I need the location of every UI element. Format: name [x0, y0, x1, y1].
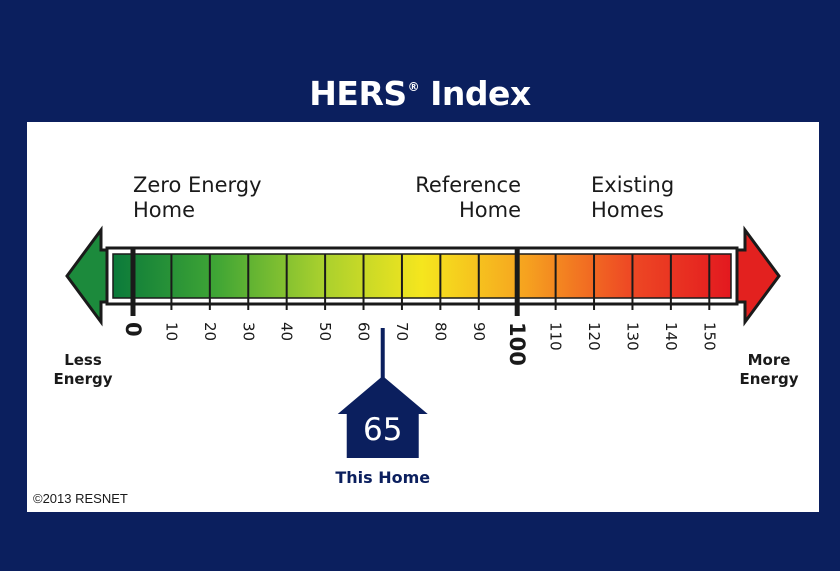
- registered-mark: ®: [407, 80, 420, 94]
- house-icon: [337, 376, 428, 458]
- more-energy-label-line2: Energy: [739, 370, 798, 388]
- tick-label-10: 10: [162, 322, 180, 341]
- left-arrow-icon: [65, 225, 113, 327]
- zero-energy-label-line1: Zero Energy: [133, 173, 262, 197]
- tick-label-80: 80: [431, 322, 449, 341]
- more-energy-label-line1: More: [748, 351, 791, 369]
- scale-bar-gradient: [112, 253, 732, 299]
- tick-label-30: 30: [239, 322, 257, 341]
- title-text: HERS: [309, 74, 407, 113]
- reference-home-label-line1: Reference: [415, 173, 521, 197]
- tick-label-0: 0: [121, 322, 145, 337]
- this-home-label: This Home: [335, 468, 430, 487]
- scale-ticks: 0 10 20 30 40 50 60 70 80 90 100 110 120 130 140 150: [121, 248, 718, 366]
- tick-label-90: 90: [470, 322, 488, 341]
- this-home-marker: 65 This Home: [335, 328, 430, 487]
- tick-label-40: 40: [278, 322, 296, 341]
- less-energy-label-line2: Energy: [53, 370, 112, 388]
- tick-label-130: 130: [623, 322, 641, 351]
- less-energy-label-line1: Less: [64, 351, 102, 369]
- tick-label-150: 150: [700, 322, 718, 351]
- right-arrow-icon: [735, 225, 781, 327]
- tick-label-100: 100: [505, 322, 529, 366]
- index-panel: Zero Energy Home Reference Home Existing…: [27, 122, 819, 512]
- hers-scale-diagram: Zero Energy Home Reference Home Existing…: [33, 173, 799, 506]
- existing-homes-label-line2: Homes: [591, 198, 664, 222]
- tick-label-20: 20: [201, 322, 219, 341]
- page-title: HERS® Index: [0, 74, 840, 113]
- tick-label-140: 140: [662, 322, 680, 351]
- tick-label-60: 60: [355, 322, 373, 341]
- tick-label-120: 120: [585, 322, 603, 351]
- zero-energy-label-line2: Home: [133, 198, 195, 222]
- copyright-text: ©2013 RESNET: [33, 491, 128, 506]
- existing-homes-label-line1: Existing: [591, 173, 674, 197]
- tick-label-110: 110: [547, 322, 565, 351]
- title-suffix: Index: [430, 74, 531, 113]
- home-score: 65: [363, 412, 402, 448]
- tick-label-70: 70: [393, 322, 411, 341]
- tick-label-50: 50: [316, 322, 334, 341]
- reference-home-label-line2: Home: [459, 198, 521, 222]
